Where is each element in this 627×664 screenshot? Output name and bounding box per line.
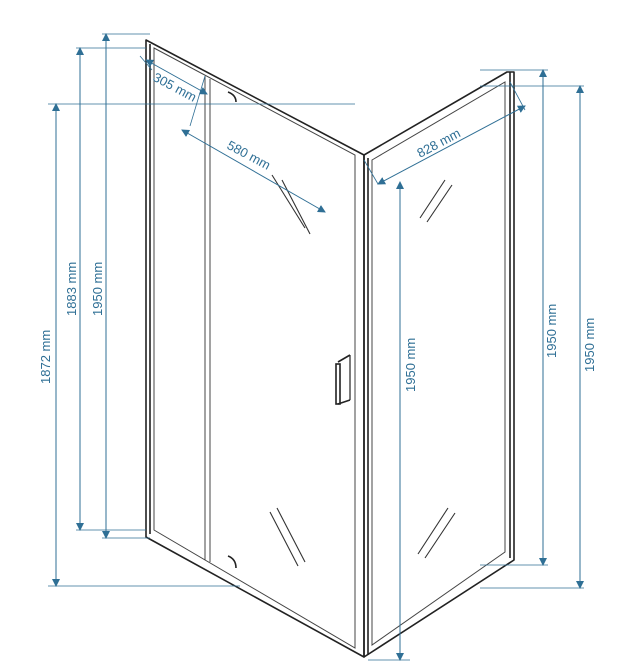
side-inner-frame <box>371 81 506 646</box>
hinge-bottom-icon <box>227 555 237 569</box>
hinge-top-icon <box>227 91 237 103</box>
label-305: 305 mm <box>151 69 200 104</box>
extension-lines <box>48 33 584 661</box>
door-inner-frame <box>153 47 356 649</box>
side-panel <box>363 71 515 658</box>
door-panel <box>145 39 365 658</box>
dimension-lines <box>52 33 584 661</box>
label-1950-side-outer: 1950 mm <box>582 318 597 372</box>
door-glass-reflection <box>269 174 311 567</box>
dim-line-305 <box>145 59 208 95</box>
label-1950-left: 1950 mm <box>90 262 105 316</box>
label-1950-side-inner: 1950 mm <box>544 304 559 358</box>
side-glass-reflection <box>417 179 456 559</box>
label-580: 580 mm <box>225 137 274 172</box>
dimension-labels: 305 mm 580 mm 828 mm 1872 mm 1883 mm 195… <box>38 69 597 392</box>
dim-line-828 <box>377 105 526 185</box>
side-outer-frame <box>363 71 515 658</box>
door-handle-icon <box>335 354 351 405</box>
door-outer-frame <box>145 39 365 658</box>
label-1950-front: 1950 mm <box>403 338 418 392</box>
dim-line-580 <box>181 129 326 213</box>
label-1872: 1872 mm <box>38 330 53 384</box>
label-1883: 1883 mm <box>64 262 79 316</box>
